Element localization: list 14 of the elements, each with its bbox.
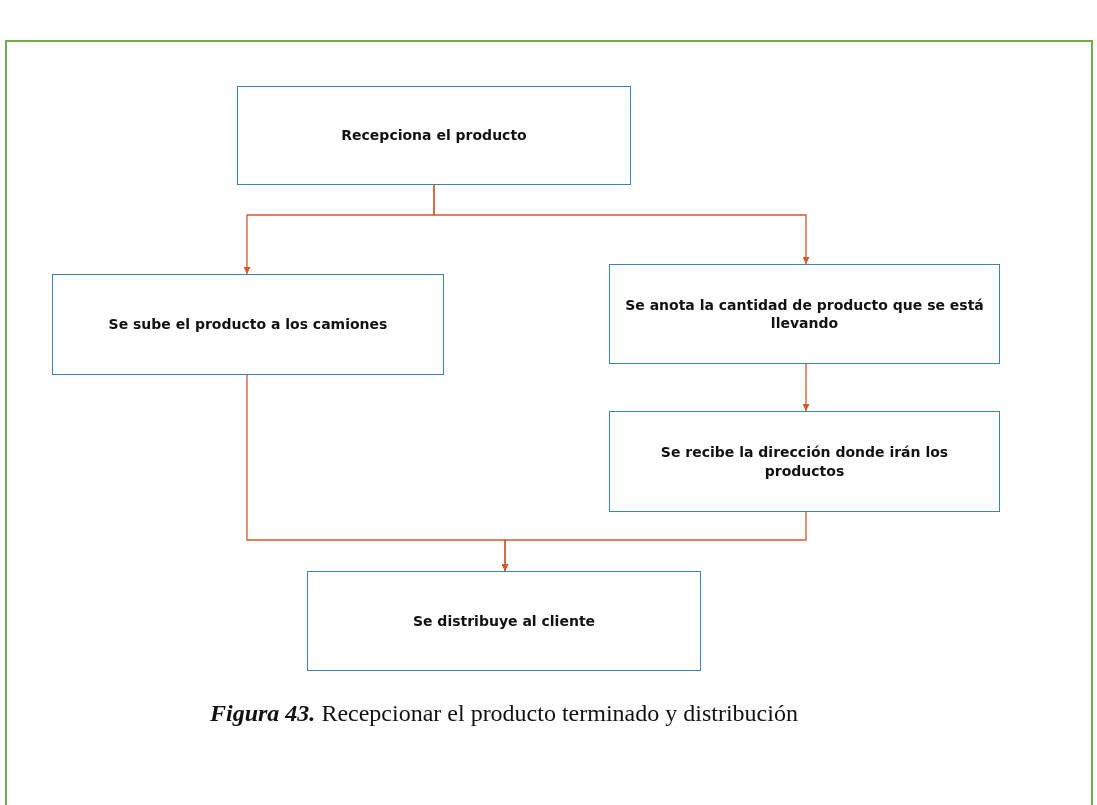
process-box [52,274,444,375]
box-label: Se sube el producto a los camiones [108,315,388,334]
arrow [802,363,810,412]
box-label: Se distribuye al cliente [412,611,596,631]
process-box [609,411,1000,512]
box-label: Recepciona el producto [341,126,527,145]
box-label: Se anota la cantidad de producto que se está llevando [624,295,985,333]
process-box [237,86,631,185]
arrow [433,184,810,265]
figure-caption: Figura 43. Recepcionar el producto terminado y distribución [210,700,798,727]
box-label: Se recibe la dirección donde irán los productos [659,443,950,480]
process-box [609,264,1000,364]
process-box [307,571,701,671]
arrow [501,511,807,572]
